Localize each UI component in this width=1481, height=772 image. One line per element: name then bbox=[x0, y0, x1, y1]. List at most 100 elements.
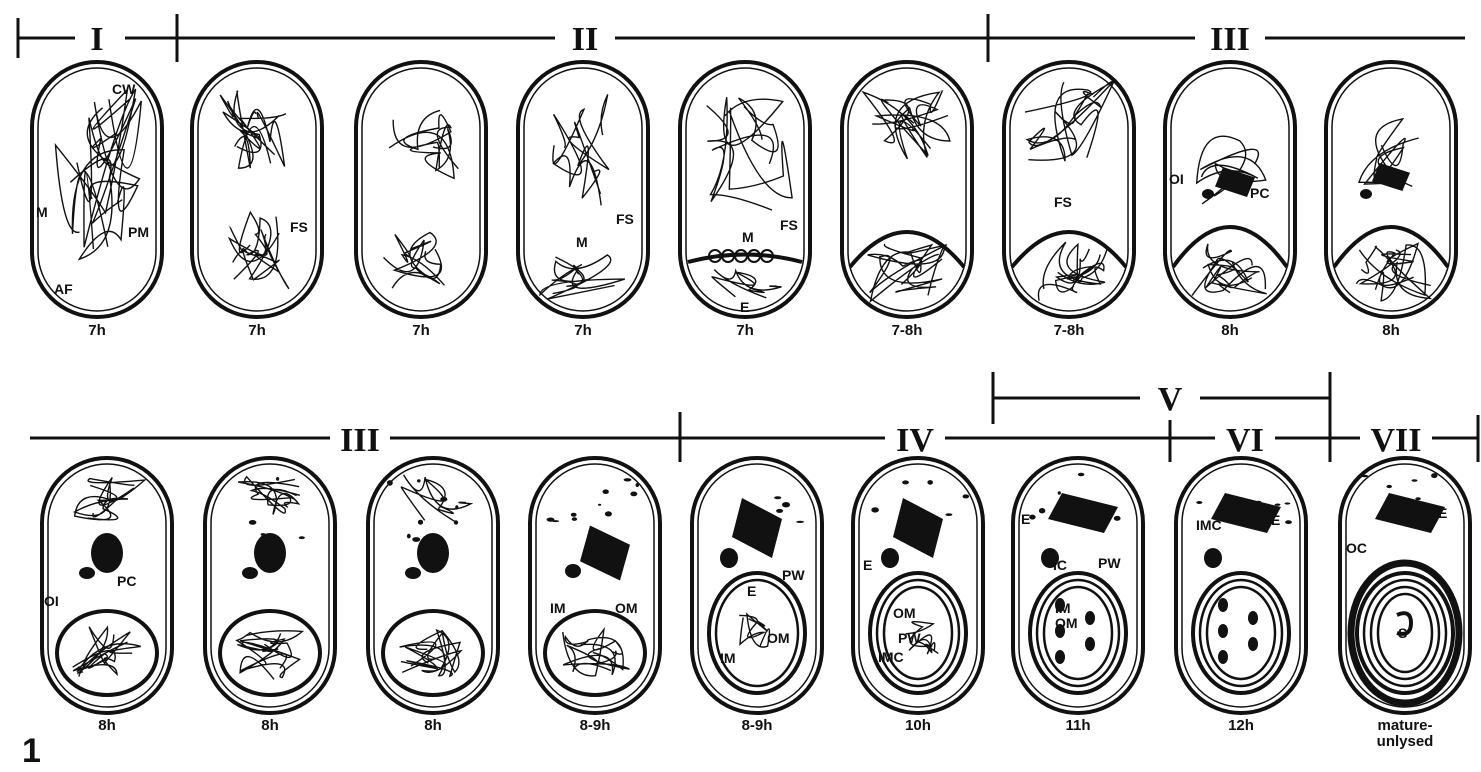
stage-label-VII: VII bbox=[1370, 422, 1421, 459]
structure-label: PW bbox=[1098, 555, 1121, 571]
structure-label: M bbox=[36, 204, 48, 220]
cell-wall bbox=[1013, 458, 1143, 713]
structure-label: PC bbox=[117, 573, 136, 589]
structure-label: FS bbox=[1054, 194, 1072, 210]
structure-label: FS bbox=[616, 211, 634, 227]
granule bbox=[624, 478, 632, 481]
time-label: 8h bbox=[1221, 322, 1239, 339]
granule bbox=[774, 496, 781, 499]
granule bbox=[776, 509, 783, 513]
cell-wall bbox=[356, 62, 486, 317]
granule bbox=[1058, 491, 1061, 494]
parasporal-inclusion bbox=[254, 533, 286, 573]
granule bbox=[1196, 501, 1202, 504]
cell-row1-7: FS 7-8h bbox=[1004, 62, 1134, 339]
structure-label: M bbox=[742, 229, 754, 245]
granule bbox=[1386, 485, 1392, 488]
structure-label: OM bbox=[767, 630, 790, 646]
stage-bar-row1: I II III bbox=[18, 14, 1465, 62]
structure-label: IC bbox=[1053, 557, 1067, 573]
ovoid-inclusion bbox=[79, 567, 95, 579]
granule bbox=[902, 480, 909, 484]
granule bbox=[1415, 497, 1420, 500]
structure-label: OC bbox=[1346, 540, 1367, 556]
granule bbox=[927, 480, 933, 485]
time-label: 12h bbox=[1228, 717, 1254, 734]
cell-row2-1: PCOI8h bbox=[42, 458, 172, 734]
granule bbox=[871, 507, 879, 512]
time-label: 8h bbox=[1382, 322, 1400, 339]
stage-label-IV: IV bbox=[896, 422, 934, 459]
granule bbox=[572, 517, 577, 521]
cell-row1-1: CWMPMAF7h bbox=[32, 62, 162, 339]
ovoid-inclusion bbox=[405, 567, 421, 579]
granule bbox=[407, 534, 411, 539]
time-label-line2: unlysed bbox=[1377, 733, 1434, 750]
core-granule bbox=[1248, 611, 1258, 625]
time-label: 7h bbox=[574, 322, 592, 339]
granule bbox=[418, 520, 423, 525]
structure-label: IM bbox=[550, 600, 566, 616]
granule bbox=[636, 483, 640, 487]
time-label: 7h bbox=[736, 322, 754, 339]
granule bbox=[299, 536, 305, 539]
ovoid-inclusion bbox=[881, 548, 899, 568]
cell-row2-6: EOMPWIMC10h bbox=[853, 458, 983, 734]
stage-label-III-row2: III bbox=[340, 422, 380, 459]
structure-label: E bbox=[863, 557, 872, 573]
core-granule bbox=[1055, 650, 1065, 664]
structure-label: E bbox=[1438, 505, 1447, 521]
core-granule bbox=[1218, 598, 1228, 612]
core-granule bbox=[1218, 650, 1228, 664]
granule bbox=[249, 520, 257, 525]
granule bbox=[412, 537, 420, 542]
time-label: 8h bbox=[424, 717, 442, 734]
cell-row2-4: IMOM8-9h bbox=[530, 458, 660, 734]
granule bbox=[571, 513, 577, 517]
granule bbox=[1431, 473, 1437, 478]
granule bbox=[455, 505, 458, 509]
cell-wall bbox=[1176, 458, 1306, 713]
stage-bar-row2: III IV V VI VII bbox=[30, 372, 1478, 462]
ovoid-inclusion bbox=[1204, 548, 1222, 568]
stage-label-III: III bbox=[1210, 21, 1250, 58]
granule bbox=[630, 492, 637, 497]
core-granule bbox=[1248, 637, 1258, 651]
structure-label: OI bbox=[44, 593, 59, 609]
cell-row1-2: FS7h bbox=[192, 62, 322, 339]
structure-label: PW bbox=[782, 567, 805, 583]
cell-row1-9: 8h bbox=[1326, 62, 1456, 339]
stage-label-V: V bbox=[1158, 381, 1183, 418]
structure-label: IM bbox=[1055, 600, 1071, 616]
structure-label: FS bbox=[290, 219, 308, 235]
structure-label: E bbox=[1021, 511, 1030, 527]
granule bbox=[1412, 479, 1418, 482]
structure-label: FS bbox=[780, 217, 798, 233]
parasporal-inclusion bbox=[417, 533, 449, 573]
granule bbox=[1114, 516, 1121, 521]
core-granule bbox=[1085, 637, 1095, 651]
granule bbox=[605, 511, 612, 516]
structure-label: OM bbox=[615, 600, 638, 616]
structure-label: PC bbox=[1250, 185, 1269, 201]
structure-label: OM bbox=[893, 605, 916, 621]
ovoid-inclusion bbox=[242, 567, 258, 579]
core-granule bbox=[1085, 611, 1095, 625]
cell-wall bbox=[692, 458, 822, 713]
granule bbox=[547, 518, 555, 522]
time-label: 7-8h bbox=[892, 322, 923, 339]
structure-label: PW bbox=[898, 630, 921, 646]
time-label: 7-8h bbox=[1054, 322, 1085, 339]
granule bbox=[796, 521, 804, 523]
structure-label: M bbox=[576, 234, 588, 250]
structure-label: E bbox=[740, 299, 749, 315]
cell-row1-5: M FS E 7h bbox=[680, 62, 810, 339]
structure-label: IMC bbox=[878, 649, 904, 665]
granule bbox=[1361, 475, 1368, 478]
parasporal-inclusion bbox=[91, 533, 123, 573]
time-label: 7h bbox=[88, 322, 106, 339]
structure-label: CW bbox=[112, 81, 136, 97]
